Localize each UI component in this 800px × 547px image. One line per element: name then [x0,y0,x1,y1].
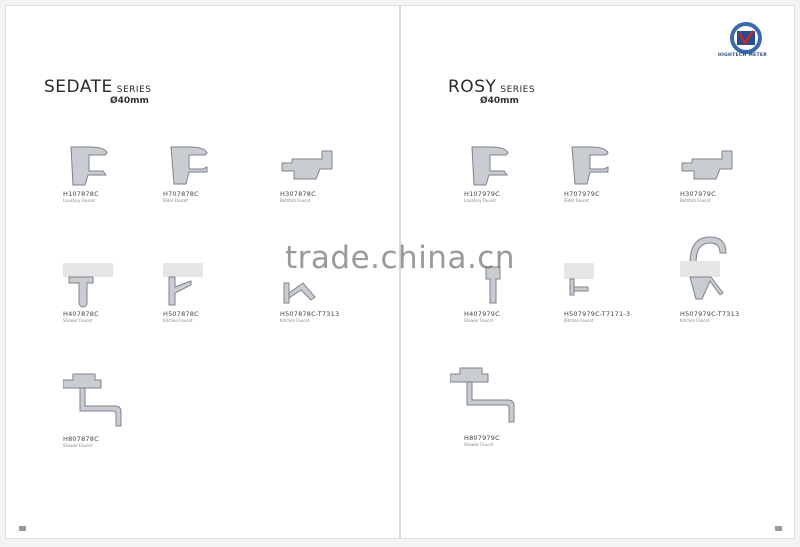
brand-logo [726,22,766,58]
product-item[interactable]: H407878C Shower Faucet [63,263,173,323]
product-item[interactable]: H507878C-T7313 Kitchen Faucet [280,263,390,323]
page-number-left [19,526,26,531]
bidet-faucet-icon [170,146,208,185]
series-diameter: Ø40mm [480,96,519,106]
product-item[interactable]: H707979C Bidet Faucet [564,143,674,203]
page-number-right [775,526,782,531]
kitchen-faucet-icon [163,263,203,306]
shower-faucet-icon [485,266,501,304]
wall-shower-faucet-icon [63,373,122,427]
shower-faucet-icon [63,263,113,308]
page-spine-divider [399,5,401,539]
product-item[interactable]: H507878C Kitchen Faucet [163,263,273,323]
lavatory-faucet-icon [70,146,108,186]
wall-shower-faucet-icon [450,367,515,423]
product-item[interactable]: H707878C Bidet Faucet [163,143,273,203]
series-diameter: Ø40mm [110,96,149,106]
brand-logo-text: HIGHTECH METER [718,53,768,58]
bidet-faucet-icon [571,146,609,185]
product-item[interactable]: H107979C Lavatory Faucet [464,143,574,203]
product-item[interactable]: H307979C Bathtub Faucet [680,143,790,203]
kitchen-faucet-icon [564,263,594,296]
bathtub-faucet-icon [681,150,733,180]
bathtub-faucet-icon [281,150,333,180]
product-item[interactable]: H307878C Bathtub Faucet [280,143,390,203]
catalog-page-right [401,5,795,539]
kitchen-faucet-icon [680,236,727,300]
product-item[interactable]: H807878C Shower Faucet [63,368,173,448]
product-item[interactable]: H807979C Shower Faucet [450,362,560,447]
kitchen-faucet-icon [283,282,316,304]
product-item[interactable]: H107878C Lavatory Faucet [63,143,173,203]
watermark-text: trade.china.cn [285,240,515,276]
product-item[interactable]: H507979C-T7313 Kitchen Faucet [680,233,790,323]
product-item[interactable]: H507979C-T7171-3 Kitchen Faucet [564,263,674,323]
lavatory-faucet-icon [471,146,509,186]
product-item[interactable]: H407979C Shower Faucet [464,263,574,323]
hightech-meter-logo-icon [730,22,762,54]
